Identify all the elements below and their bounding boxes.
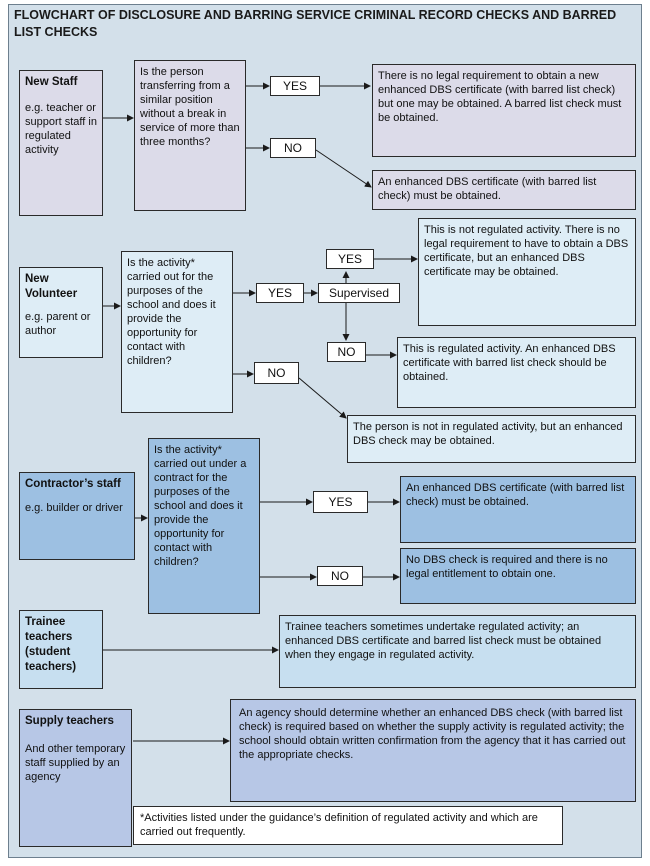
supply-outcome: An agency should determine whether an en… <box>230 699 636 802</box>
arrow-volunteer-no-to-outcome <box>298 377 347 419</box>
new-volunteer-no-outcome: The person is not in regulated activity,… <box>347 415 636 463</box>
new-volunteer-question-box: Is the activity* carried out for the pur… <box>121 251 233 413</box>
footnote: *Activities listed under the guidance’s … <box>133 806 563 845</box>
new-staff-question-box: Is the person transferring from a simila… <box>134 60 246 211</box>
new-staff-example: e.g. teacher or support staff in regulat… <box>25 102 97 156</box>
new-staff-yes-outcome: There is no legal requirement to obtain … <box>372 64 636 157</box>
new-volunteer-example: e.g. parent or author <box>25 311 91 337</box>
supervised-no: NO <box>327 342 366 362</box>
contractor-question-box: Is the activity* carried out under a con… <box>148 438 260 614</box>
contractor-example: e.g. builder or driver <box>25 502 123 514</box>
supervised-yes-outcome: This is not regulated activity. There is… <box>418 218 636 326</box>
supervised-box: Supervised <box>318 283 400 303</box>
new-staff-no-outcome: An enhanced DBS certificate (with barred… <box>372 170 636 210</box>
contractor-no-outcome: No DBS check is required and there is no… <box>400 548 636 604</box>
new-volunteer-no: NO <box>254 362 299 384</box>
contractor-label: Contractor’s staff <box>25 478 121 490</box>
new-staff-label: New Staff <box>25 76 78 88</box>
trainee-box: Trainee teachers (student teachers) <box>19 610 103 689</box>
supervised-yes: YES <box>326 249 374 269</box>
contractor-yes-outcome: An enhanced DBS certificate (with barred… <box>400 476 636 543</box>
supply-box: Supply teachers And other temporary staf… <box>19 709 132 847</box>
trainee-outcome: Trainee teachers sometimes undertake reg… <box>279 615 636 688</box>
new-volunteer-box: New Volunteer e.g. parent or author <box>19 267 103 358</box>
new-staff-yes: YES <box>270 76 320 96</box>
supply-label: Supply teachers <box>25 715 114 727</box>
contractor-no: NO <box>317 566 363 586</box>
arrow-staff-no-to-outcome <box>315 149 372 188</box>
new-staff-no: NO <box>270 138 316 158</box>
trainee-label: Trainee teachers (student teachers) <box>25 616 77 673</box>
contractor-yes: YES <box>313 491 368 513</box>
supervised-no-outcome: This is regulated activity. An enhanced … <box>397 337 636 408</box>
new-volunteer-yes: YES <box>256 283 304 303</box>
supply-example: And other temporary staff supplied by an… <box>25 743 126 783</box>
contractor-box: Contractor’s staff e.g. builder or drive… <box>19 472 135 560</box>
new-staff-box: New Staff e.g. teacher or support staff … <box>19 70 103 216</box>
new-volunteer-label: New Volunteer <box>25 273 78 300</box>
flowchart-title: FLOWCHART OF DISCLOSURE AND BARRING SERV… <box>14 8 617 39</box>
